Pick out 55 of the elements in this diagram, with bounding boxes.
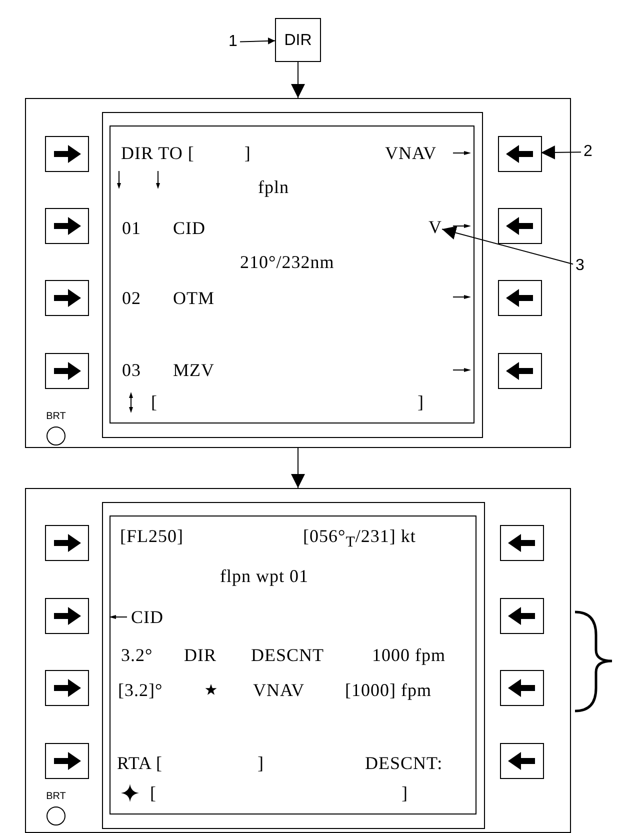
line-select-key bbox=[45, 670, 89, 706]
display-text: DESCNT bbox=[251, 644, 324, 666]
line-select-key bbox=[500, 670, 544, 706]
display-text: [1000] fpm bbox=[345, 679, 432, 701]
arrow bbox=[291, 62, 305, 98]
arrow bbox=[240, 37, 276, 44]
display-text: DESCNT: bbox=[365, 752, 443, 774]
display-text: [3.2]° bbox=[118, 679, 163, 701]
display-text: RTA [ ] bbox=[117, 752, 264, 774]
line-select-key bbox=[45, 525, 89, 561]
display-text: 1000 fpm bbox=[372, 644, 446, 666]
display-text: CID bbox=[173, 217, 206, 239]
line-select-key bbox=[45, 353, 89, 389]
display-text: [ ] bbox=[151, 391, 424, 413]
key-label: DIR bbox=[283, 31, 313, 51]
line-select-key bbox=[45, 598, 89, 634]
display-text: 3.2° bbox=[121, 644, 153, 666]
arrow bbox=[540, 145, 582, 160]
line-select-key bbox=[45, 280, 89, 316]
display-text: OTM bbox=[173, 287, 214, 309]
control-panel bbox=[25, 488, 571, 833]
line-select-key bbox=[45, 136, 89, 172]
line-select-key bbox=[498, 280, 542, 316]
line-select-key bbox=[498, 208, 542, 244]
leader-line bbox=[442, 226, 574, 265]
line-select-key bbox=[45, 208, 89, 244]
display-text: 02 bbox=[122, 287, 141, 309]
display-text: 03 bbox=[122, 359, 141, 381]
callout-number: 3 bbox=[574, 256, 586, 276]
display-text: VNAV bbox=[385, 142, 437, 164]
display-text: fpln bbox=[258, 176, 289, 198]
line-select-key bbox=[45, 743, 89, 779]
display-text: DIR bbox=[184, 644, 216, 666]
display-text: V bbox=[428, 217, 442, 237]
line-select-key bbox=[498, 136, 542, 172]
display-text: CID bbox=[131, 606, 164, 628]
display-text: 01 bbox=[122, 217, 141, 239]
display-text: [FL250] bbox=[120, 525, 184, 547]
knob-label: BRT bbox=[45, 791, 67, 803]
line-select-key bbox=[500, 525, 544, 561]
line-select-key bbox=[500, 743, 544, 779]
display-text: VNAV bbox=[253, 679, 305, 701]
display-text: DIR TO [ ] bbox=[121, 142, 251, 164]
display-text: MZV bbox=[173, 359, 214, 381]
knob-label: BRT bbox=[45, 411, 67, 423]
display-text: [056°$_{T}$/231] kt bbox=[303, 525, 416, 553]
display-text: 210°/232nm bbox=[240, 251, 334, 273]
display-text: [ ] bbox=[150, 782, 408, 804]
line-select-key bbox=[498, 353, 542, 389]
callout-number: 1 bbox=[228, 32, 238, 52]
callout-number: 2 bbox=[582, 142, 594, 162]
control-panel bbox=[25, 98, 571, 448]
line-select-key bbox=[500, 598, 544, 634]
arrow bbox=[291, 448, 305, 488]
display-text: flpn wpt 01 bbox=[220, 565, 308, 587]
